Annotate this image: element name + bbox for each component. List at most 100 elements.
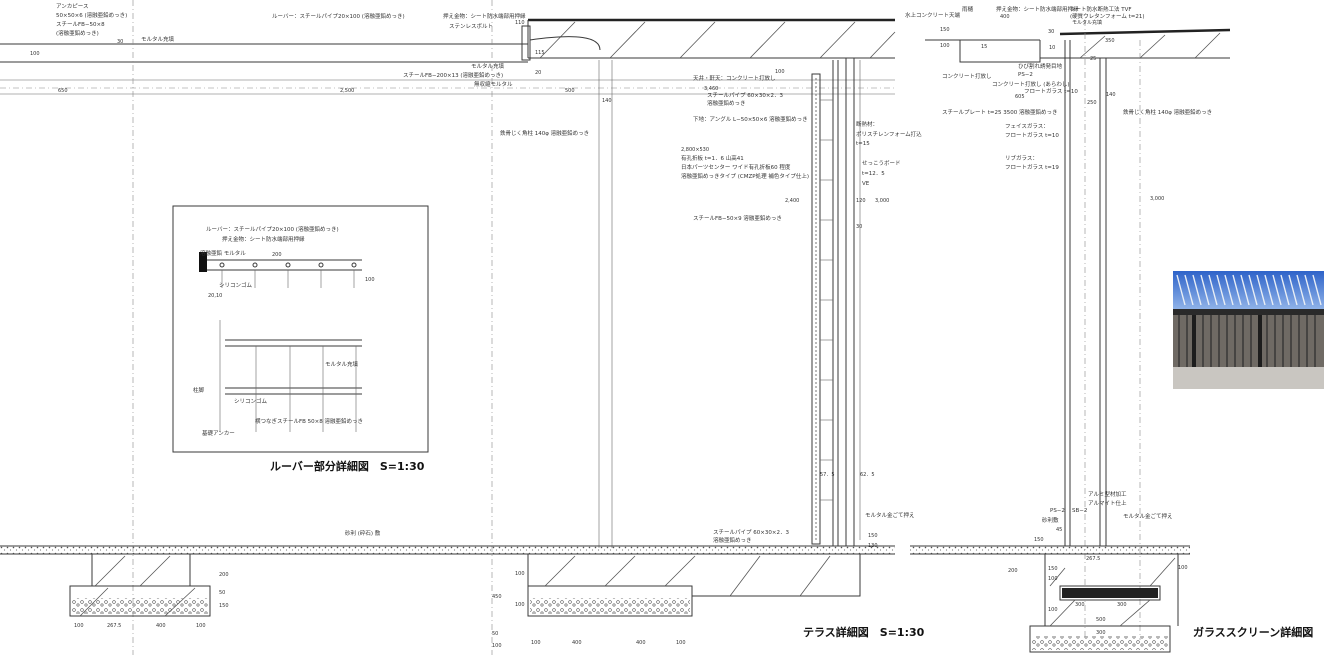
terrace-section — [0, 0, 896, 655]
gn-mortar: モルタル充填 — [1072, 19, 1102, 26]
gn-round-pipe: 鉄骨じく角柱 140φ 溶融亜鉛めっき — [1123, 108, 1212, 116]
gn-alum-finish: アルマイト仕上 — [1088, 499, 1127, 507]
footing-dimensions: 100 267.5 400 100 200 50 150 100 400 400… — [74, 556, 1188, 649]
gn-ps2b: PS−2 — [1050, 508, 1065, 514]
note-steel-fb-50x9: スチールFB−50×9 溶融亜鉛めっき — [693, 214, 782, 222]
gn-3000: 3,000 — [1150, 196, 1164, 202]
dim-3000: 3,000 — [875, 198, 889, 204]
dim-110: 110 — [515, 20, 525, 26]
dim-115: 115 — [535, 50, 545, 56]
gn-605: 605 — [1015, 94, 1025, 100]
louver-detail-box — [172, 205, 429, 453]
gn-flashing: 押え金物：シート防水端部用押縁 — [996, 5, 1079, 13]
note-steel-pipe-a: スチールパイプ 60×30×2．3 — [707, 92, 783, 99]
glass-screen-title: ガラススクリーン詳細図 S=1:30 — [1193, 625, 1325, 639]
note-stainless-bolt: ステンレスボルト — [449, 22, 493, 30]
gn-ps2: PS−2 — [1018, 72, 1033, 78]
ld-silicone: シリコンゴム — [219, 281, 253, 289]
terrace-louver-photo — [1173, 271, 1324, 389]
fd-l1: 267.5 — [107, 623, 121, 629]
note-mortar-fill: モルタル充填 — [141, 35, 175, 43]
louver-detail-title: ルーバー部分詳細図 S=1:30 — [270, 459, 425, 473]
fd-ms0: 100 — [515, 571, 525, 577]
dim-650: 650 — [58, 88, 68, 94]
note-steel-pipe-b: スチールパイプ 60×30×2．3 — [713, 529, 789, 536]
fd-l3: 100 — [196, 623, 206, 629]
dim-140: 140 — [602, 98, 612, 104]
gn-float-10: フロートガラス t=10 — [1024, 87, 1078, 95]
note-anchor-size: 50×50×6 (溶融亜鉛めっき) — [56, 11, 127, 19]
note-mortar-trowel: モルタル金ごて押え — [865, 511, 915, 519]
terrace-annotations: アンカピース 50×50×6 (溶融亜鉛めっき) スチールFB−50×8 (溶融… — [30, 3, 922, 549]
gn-rib-glass-t: フロートガラス t=19 — [1005, 163, 1059, 171]
dim-150: 150 — [868, 533, 878, 539]
ld-base: 基礎アンカー — [202, 429, 235, 437]
fd-ls2: 150 — [219, 603, 229, 609]
gn-conc-b: コンクリート打放し (あらわし) — [992, 80, 1070, 88]
gn-45: 45 — [1056, 527, 1062, 533]
fd-rs0: 150 — [1048, 566, 1058, 572]
dim-2800: 2,800×530 — [681, 147, 709, 153]
note-galv-b: 溶融亜鉛めっき — [707, 99, 746, 107]
gn-sb2: SB−2 — [1072, 508, 1087, 514]
note-steel-fb: スチールFB−50×8 — [56, 21, 105, 28]
gn-face-glass-t: フロートガラス t=10 — [1005, 131, 1059, 139]
fd-m3: 100 — [676, 640, 686, 646]
gn-face-glass: フェイスガラス： — [1005, 122, 1049, 130]
note-anchor-piece: アンカピース — [56, 3, 89, 10]
note-panel-finish: 溶融亜鉛めっきタイプ (CMZP処理 補色タイプ仕上) — [681, 172, 809, 180]
fd-ls0: 200 — [219, 572, 229, 578]
note-gravel: 砂利 (砕石) 敷 — [345, 529, 381, 537]
fd-rs3: 100 — [1178, 565, 1188, 571]
ld-mortar: 溶融亜鉛 モルタル — [200, 249, 246, 257]
dim-130: 130 — [868, 543, 878, 549]
note-round-pipe: 鉄骨じく角柱 140φ 溶融亜鉛めっき — [500, 129, 589, 137]
note-galv-a: (溶融亜鉛めっき) — [56, 29, 99, 37]
louver-annotations: ルーバー：スチールパイプ20×100 (溶融亜鉛めっき) 押え金物：シート防水端… — [193, 225, 375, 437]
note-insulation-label: 断熱材： — [856, 120, 878, 128]
fd-ms3: 50 — [492, 631, 498, 637]
fd-r0: 200 — [1008, 568, 1018, 574]
gn-140: 140 — [1106, 92, 1116, 98]
fd-ms4: 100 — [492, 643, 502, 649]
dim-3460: 3,460 — [704, 86, 718, 92]
ld-cross-bar: 横つなぎスチールFB 50×8 溶融亜鉛めっき — [255, 417, 363, 425]
gn-250: 250 — [1087, 100, 1097, 106]
fd-ms2: 100 — [515, 602, 525, 608]
gn-sheet: シート防水断熱工法 TVF — [1070, 5, 1132, 13]
dim-2500: 2,500 — [340, 88, 354, 94]
fd-rb0: 500 — [1096, 617, 1106, 623]
ld-silicone-b: シリコンゴム — [234, 397, 268, 405]
fd-rb1: 300 — [1096, 630, 1106, 636]
dim-30: 30 — [117, 39, 123, 45]
note-louver-pipe: ルーバー：スチールパイプ20×100 (溶融亜鉛めっき) — [272, 12, 405, 20]
dim-500: 500 — [565, 88, 575, 94]
ld-100: 100 — [365, 277, 375, 283]
dim-2400: 2,400 — [785, 198, 799, 204]
dim-100b: 100 — [775, 69, 785, 75]
note-steel-fb-200: スチールFB−200×13 (溶融亜鉛めっき) — [403, 71, 503, 79]
fd-r2: 300 — [1075, 602, 1085, 608]
fd-ls1: 50 — [219, 590, 225, 596]
note-mortar-shrink: 無収縮モルタル — [474, 80, 513, 88]
ld-flashing: 押え金物：シート防水端部用押縁 — [222, 235, 305, 243]
gn-100: 100 — [940, 43, 950, 49]
gn-10: 10 — [1049, 45, 1055, 51]
gn-15: 15 — [981, 44, 987, 50]
dim-100: 100 — [30, 51, 40, 57]
note-mortar-fill-b: モルタル充填 — [471, 62, 505, 70]
gn-150b: 150 — [1034, 537, 1044, 543]
ld-20-10: 20,10 — [208, 293, 222, 299]
gn-drain: 雨樋 — [962, 5, 974, 13]
gn-350: 350 — [1105, 38, 1115, 44]
fd-m0: 100 — [531, 640, 541, 646]
note-panel-maker: 日本パーツセンター ワイド有孔折板60 程度 — [681, 163, 791, 171]
gn-conc: コンクリート打放し — [942, 72, 992, 80]
gn-mortar-trowel: モルタル金ごて押え — [1123, 512, 1173, 520]
note-gypsum-ve: VE — [862, 181, 870, 187]
fd-m1: 400 — [572, 640, 582, 646]
note-ceiling: 天井・軒天：コンクリート打放し — [693, 74, 776, 82]
note-flashing: 押え金物：シート防水端部用押縁 — [443, 12, 526, 20]
dim-120: 120 — [856, 198, 866, 204]
note-gypsum-t: t=12．5 — [862, 171, 885, 177]
